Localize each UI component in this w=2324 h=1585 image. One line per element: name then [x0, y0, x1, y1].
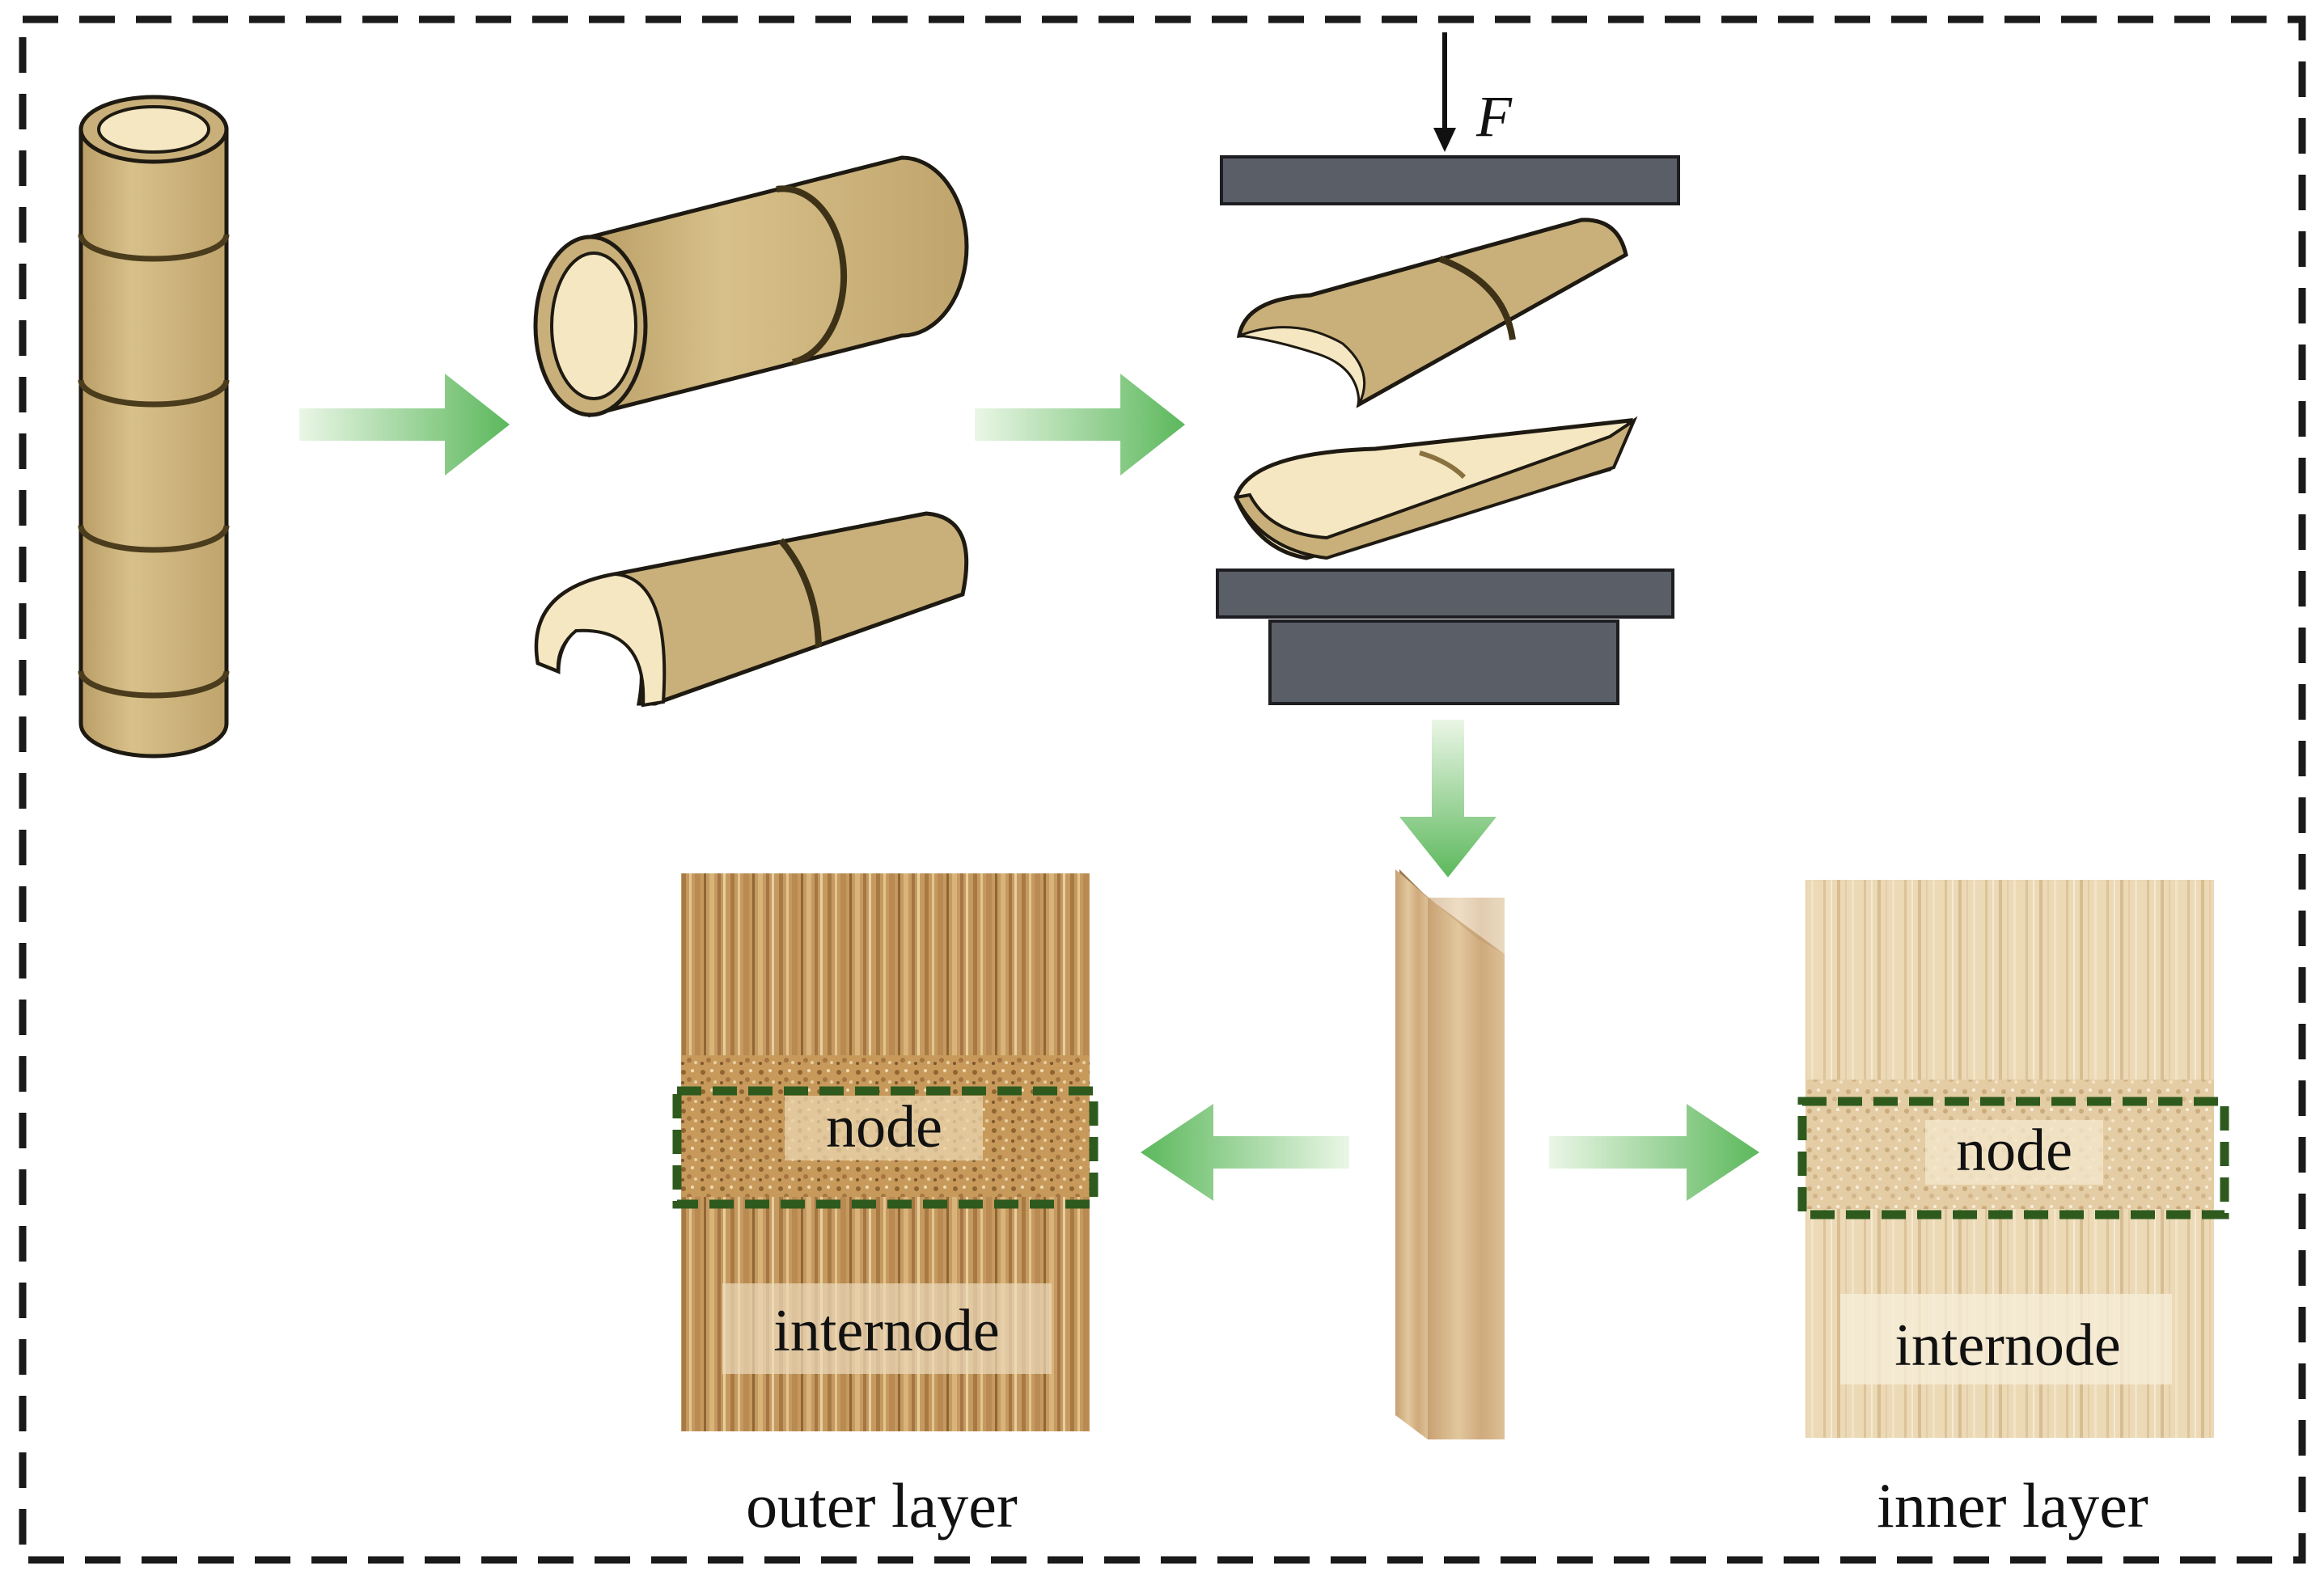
node-ring [1438, 256, 1516, 340]
split-bamboo-half [534, 511, 969, 708]
dashed-frame [19, 15, 2306, 1564]
node-ring [776, 185, 848, 366]
node-label-backdrop [1925, 1120, 2103, 1185]
upper-press-plate [1220, 155, 1680, 205]
outer-layer-panel: node internode [672, 873, 1099, 1431]
node-ring [777, 538, 822, 648]
node-ring [78, 525, 230, 553]
node-highlight-box [1797, 1097, 2229, 1219]
lower-press-plate [1216, 568, 1674, 619]
internode-label: internode [1894, 1312, 2120, 1379]
process-arrow-right [975, 374, 1185, 476]
node-label-backdrop [785, 1096, 983, 1160]
node-label: node [1956, 1118, 2072, 1184]
force-label: F [1475, 84, 1513, 149]
inner-layer-panel: node internode [1797, 880, 2229, 1438]
node-ring [78, 379, 230, 408]
force-arrow-head [1433, 128, 1456, 152]
internode-label: internode [773, 1298, 999, 1364]
process-arrow-right [299, 374, 510, 476]
node-ring [1419, 450, 1467, 480]
inner-layer-caption: inner layer [1877, 1470, 2148, 1541]
process-arrow-left [1141, 1104, 1349, 1201]
node-highlight-box [672, 1086, 1099, 1209]
press-base [1268, 619, 1619, 705]
node-ring [78, 670, 230, 699]
bamboo-culm [78, 95, 230, 759]
node-label: node [826, 1094, 942, 1160]
bamboo-segment [533, 155, 969, 418]
node-ring [78, 234, 230, 262]
process-arrow-down [1399, 720, 1496, 877]
hot-press: F [1216, 32, 1680, 705]
bamboo-board [1395, 869, 1505, 1439]
internode-label-backdrop [1840, 1294, 2172, 1384]
internode-label-backdrop [722, 1283, 1052, 1374]
outer-layer-caption: outer layer [746, 1470, 1018, 1541]
process-arrow-right [1549, 1104, 1759, 1201]
